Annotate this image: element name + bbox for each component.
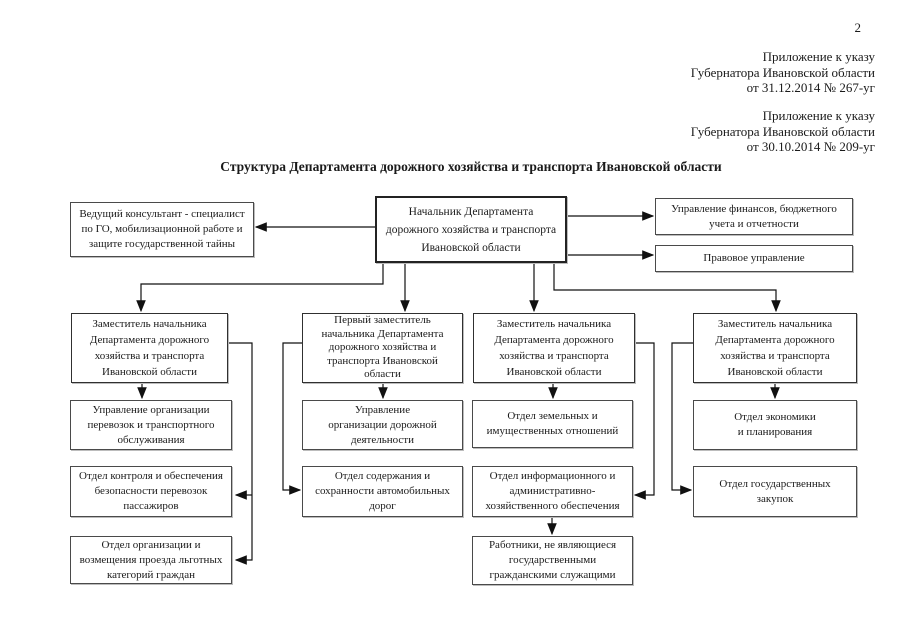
edge-deputy4-unit2 (671, 342, 693, 495)
chart-title: Структура Департамента дорожного хозяйст… (220, 159, 722, 174)
edge-deputy3-unit2 (633, 342, 655, 500)
legal-unit-box: Правовое управление (655, 245, 853, 272)
edge-deputy2-unit2 (282, 342, 302, 495)
page-number: 2 (854, 20, 862, 35)
edge-director-deputy4 (553, 263, 781, 313)
edge-director-deputy1 (136, 263, 384, 313)
edge-deputy1-unit3 (228, 342, 253, 565)
